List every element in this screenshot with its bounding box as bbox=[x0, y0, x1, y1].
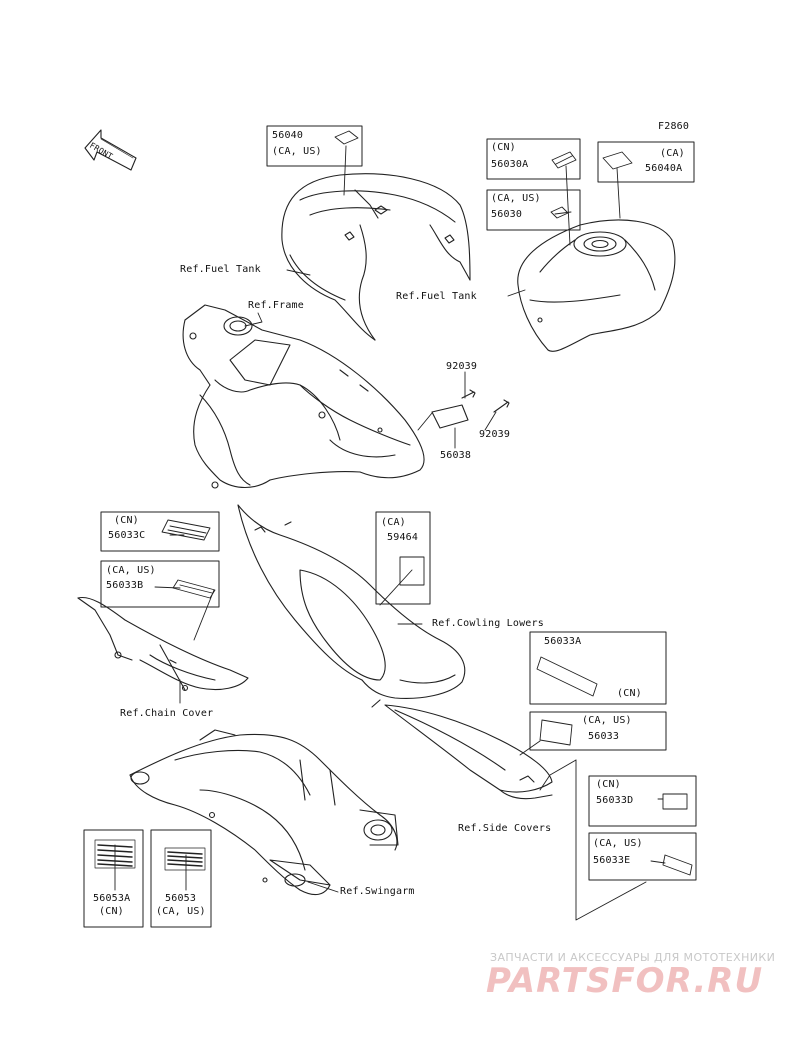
tank-cover-drawing bbox=[281, 173, 471, 341]
region-56053: (CA, US) bbox=[156, 906, 206, 917]
region-56040: (CA, US) bbox=[272, 146, 322, 157]
ref-chain-cover: Ref.Chain Cover bbox=[120, 708, 214, 719]
part-number-56040: 56040 bbox=[272, 130, 304, 141]
region-56033B: (CA, US) bbox=[106, 565, 156, 576]
part-number-56053: 56053 bbox=[165, 893, 197, 904]
part-number-92039-top: 92039 bbox=[446, 361, 478, 372]
region-56033: (CA, US) bbox=[582, 715, 632, 726]
ref-swingarm: Ref.Swingarm bbox=[340, 886, 415, 897]
side-cover-drawing bbox=[384, 704, 553, 800]
frame-drawing bbox=[182, 304, 425, 489]
emblem-56053 bbox=[164, 847, 206, 871]
watermark-tagline: ЗАПЧАСТИ И АКСЕССУАРЫ ДЛЯ МОТОТЕХНИКИ bbox=[490, 951, 776, 964]
screws-and-plate bbox=[431, 389, 510, 429]
part-number-56038: 56038 bbox=[440, 450, 472, 461]
watermark-logo: PARTSFOR.RU bbox=[486, 961, 764, 1001]
part-number-56033: 56033 bbox=[588, 731, 620, 742]
part-number-59464: 59464 bbox=[387, 532, 419, 543]
region-56033E: (CA, US) bbox=[593, 838, 643, 849]
part-number-56033B: 56033B bbox=[106, 580, 144, 591]
front-arrow-icon bbox=[84, 129, 137, 171]
part-number-56053A: 56053A bbox=[93, 893, 131, 904]
part-number-56033C: 56033C bbox=[108, 530, 146, 541]
part-number-92039-bottom: 92039 bbox=[479, 429, 511, 440]
part-number-56030: 56030 bbox=[491, 209, 523, 220]
region-56053A: (CN) bbox=[99, 906, 124, 917]
cowling-lower-drawing bbox=[237, 504, 466, 708]
ref-frame: Ref.Frame bbox=[248, 300, 304, 311]
label-shapes bbox=[94, 130, 693, 876]
fuel-tank-drawing bbox=[517, 219, 676, 352]
ref-fuel-tank-left: Ref.Fuel Tank bbox=[180, 264, 261, 275]
callout-boxes bbox=[83, 125, 697, 928]
region-56040A: (CA) bbox=[660, 148, 685, 159]
part-number-56040A: 56040A bbox=[645, 163, 683, 174]
region-56030A: (CN) bbox=[491, 142, 516, 153]
part-number-56033A: 56033A bbox=[544, 636, 582, 647]
region-56033C: (CN) bbox=[114, 515, 139, 526]
ref-fuel-tank-right: Ref.Fuel Tank bbox=[396, 291, 477, 302]
chain-cover-drawing bbox=[77, 596, 249, 692]
ref-side-covers: Ref.Side Covers bbox=[458, 823, 552, 834]
region-56030: (CA, US) bbox=[491, 193, 541, 204]
ref-cowling-lowers: Ref.Cowling Lowers bbox=[432, 618, 544, 629]
region-56033D: (CN) bbox=[596, 779, 621, 790]
leader-lines bbox=[114, 145, 666, 921]
region-56033A: (CN) bbox=[617, 688, 642, 699]
part-number-56030A: 56030A bbox=[491, 159, 529, 170]
figure-id: F2860 bbox=[658, 121, 690, 132]
swingarm-drawing bbox=[129, 729, 399, 896]
part-number-56033D: 56033D bbox=[596, 795, 634, 806]
part-number-56033E: 56033E bbox=[593, 855, 631, 866]
region-59464: (CA) bbox=[381, 517, 406, 528]
